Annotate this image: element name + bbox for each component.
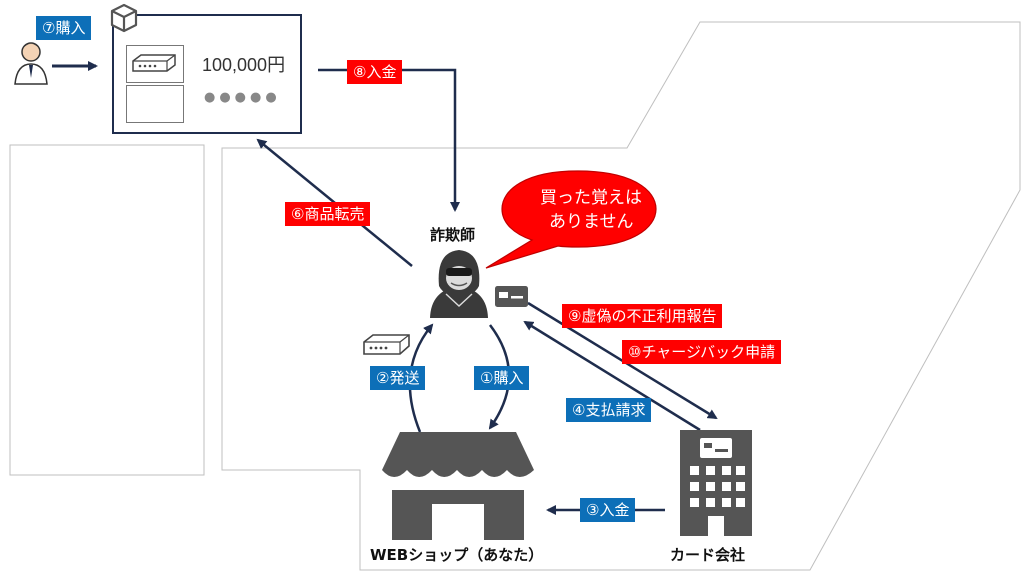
tag-chargeback10: ⑩チャージバック申請 [622,340,782,364]
person-icon [14,42,48,85]
floor-outline [221,21,1021,571]
shop-icon [382,432,534,540]
arrow-bill [523,320,701,432]
left-panel-outline [9,144,205,476]
speech-line-1: 買った覚えは [540,188,642,208]
arrow-market-pay [318,68,460,212]
product-thumbnail-empty [126,85,184,123]
router-icon [132,54,176,72]
fraudster-label: 詐欺師 [430,226,476,244]
tag-pay3: ③入金 [580,498,636,522]
tag-buy1: ①購入 [474,366,530,390]
credit-card-icon [495,286,528,307]
box-icon [110,3,138,33]
tag-buy7: ⑦購入 [36,16,92,40]
shop-label: WEBショップ（あなた） [370,546,544,564]
tag-resell6: ⑥商品転売 [285,202,371,226]
tag-pay8: ⑧入金 [347,60,403,84]
speech-line-2: ありません [549,212,634,232]
router-icon [363,334,410,355]
tag-ship2: ②発送 [370,366,426,390]
speech-bubble [485,170,657,269]
listing-price: 100,000円 [202,55,286,75]
listing-dots: ●●●●● [204,90,281,105]
tag-report9: ⑨虚偽の不正利用報告 [562,304,723,328]
tag-bill4: ④支払請求 [566,398,652,422]
building-icon [680,430,752,536]
hacker-icon [430,250,488,318]
card-company-label: カード会社 [670,546,746,564]
